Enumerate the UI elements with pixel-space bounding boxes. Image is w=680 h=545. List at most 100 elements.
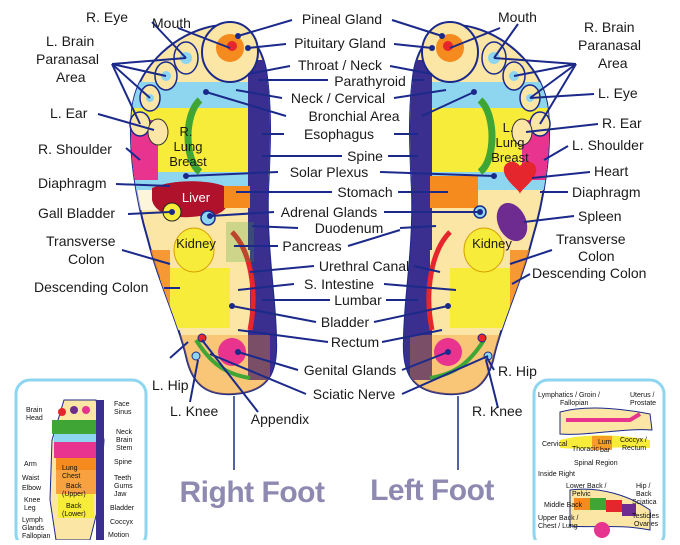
label-l-brain-1: L. Brain — [46, 33, 94, 49]
inset-prostate: Prostate — [630, 400, 656, 407]
label-r-brain-3: Area — [598, 55, 628, 71]
inset-testicles: Testicles — [632, 513, 659, 520]
left-kidney — [463, 227, 505, 273]
label-r-lung-1: R. — [180, 124, 193, 139]
inset-side-foot: Brain Head Face Sinus Neck Brain Stem Sp… — [14, 378, 148, 545]
label-solar-plexus: Solar Plexus — [290, 164, 369, 180]
inset-stem: Stem — [116, 445, 133, 452]
inset-spinal-region: Spinal Region — [574, 460, 618, 467]
label-parathyroid: Parathyroid — [334, 73, 406, 89]
inset-cervical: Cervical — [542, 441, 568, 448]
inset-lower-back: Lower Back / — [566, 483, 607, 490]
label-adrenal-glands: Adrenal Glands — [281, 204, 378, 220]
label-gall-bladder: Gall Bladder — [38, 205, 115, 221]
right-kidney — [173, 227, 215, 273]
label-diaphragm-right: Diaphragm — [38, 175, 106, 191]
inset-fallopian: Fallopian — [22, 533, 51, 540]
inset-elbow: Elbow — [22, 485, 42, 492]
left-foot-side-labels: Mouth R. Brain Paranasal Area L. Eye R. … — [472, 9, 646, 419]
label-neck-cervical: Neck / Cervical — [291, 90, 385, 106]
connector-lines — [97, 19, 599, 470]
left-foot — [402, 21, 551, 396]
label-transverse-right-1: Transverse — [46, 233, 116, 249]
inset-waist: Waist — [22, 475, 39, 482]
inset-lymphatics-1: Lymphatics / Groin / — [538, 392, 600, 399]
label-r-brain-2: Paranasal — [578, 37, 641, 53]
label-pituitary-gland: Pituitary Gland — [294, 35, 386, 51]
inset-back-lower-1: Back — [66, 503, 82, 510]
label-l-brain-2: Paranasal — [36, 51, 99, 67]
inset-jaw: Jaw — [114, 491, 127, 498]
inset-ovaries: Ovaries — [634, 521, 659, 528]
inset-lymph: Lymph — [22, 517, 43, 524]
inset-glands: Glands — [22, 525, 45, 532]
label-l-eye: L. Eye — [598, 85, 638, 101]
inset-knee: Knee — [24, 497, 40, 504]
label-pancreas: Pancreas — [282, 238, 341, 254]
label-r-hip: R. Hip — [498, 363, 537, 379]
inset-sinus: Sinus — [114, 409, 132, 416]
left-small-intestine — [450, 268, 510, 328]
inset-sciatica: Sciatica — [632, 499, 657, 506]
left-ureter — [426, 230, 452, 331]
label-transverse-left-2: Colon — [578, 248, 615, 264]
label-r-eye: R. Eye — [86, 9, 128, 25]
inset-face: Face — [114, 401, 130, 408]
right-small-intestine — [170, 268, 230, 328]
connector-dots — [183, 33, 497, 355]
label-mouth-left: Mouth — [498, 9, 537, 25]
label-l-brain-3: Area — [56, 69, 86, 85]
inset-gums: Gums — [114, 483, 133, 490]
inset-upper-back: Upper Back / — [538, 515, 579, 522]
label-bronchial-area: Bronchial Area — [308, 108, 399, 124]
label-spleen: Spleen — [578, 208, 622, 224]
label-l-ear: L. Ear — [50, 105, 88, 121]
inset-brain-2: Brain — [116, 437, 132, 444]
label-l-lung-1: L. — [503, 120, 514, 135]
inset-pelvic: Pelvic — [572, 491, 591, 498]
left-spleen — [496, 202, 528, 242]
label-s-intestine: S. Intestine — [304, 276, 374, 292]
inset-teeth: Teeth — [114, 475, 131, 482]
label-r-shoulder: R. Shoulder — [38, 141, 112, 157]
inset-coccyx: Coccyx — [110, 519, 133, 526]
label-duodenum: Duodenum — [315, 220, 384, 236]
label-r-lung-3: Breast — [169, 154, 207, 169]
inset-arm: Arm — [24, 461, 37, 468]
label-kidney-right: Kidney — [176, 236, 216, 251]
label-bladder: Bladder — [321, 314, 370, 330]
inset-inner-foot: Lymphatics / Groin / Fallopian Uterus / … — [532, 378, 666, 545]
inset-middle-back: Middle Back — [544, 502, 583, 509]
label-liver: Liver — [182, 190, 211, 205]
inset-inside-right: Inside Right — [538, 471, 575, 478]
label-l-lung-3: Breast — [491, 150, 529, 165]
inset-rectum: Rectum — [622, 445, 646, 452]
label-heart: Heart — [594, 163, 628, 179]
inset-head: Head — [26, 415, 43, 422]
left-lung-outline — [477, 97, 496, 175]
label-transverse-left-1: Transverse — [556, 231, 626, 247]
label-r-lung-2: Lung — [174, 139, 203, 154]
label-l-lung-2: Lung — [496, 135, 525, 150]
right-stomach — [224, 186, 250, 208]
heart-icon — [503, 161, 537, 194]
label-appendix: Appendix — [251, 411, 309, 427]
label-lumbar: Lumbar — [334, 292, 382, 308]
inset-chest: Chest — [62, 473, 80, 480]
right-foot-side-labels: R. Eye Mouth L. Brain Paranasal Area L. … — [34, 9, 218, 419]
inset-coccyx-2: Coccyx / — [620, 437, 647, 444]
label-r-knee: R. Knee — [472, 403, 523, 419]
label-genital-glands: Genital Glands — [304, 362, 397, 378]
label-sciatic-nerve: Sciatic Nerve — [313, 386, 396, 402]
label-transverse-right-2: Colon — [68, 251, 105, 267]
center-labels: Pineal Gland Pituitary Gland Throat / Ne… — [251, 11, 409, 427]
label-descending-colon-left: Descending Colon — [532, 265, 646, 281]
inset-leg: Leg — [24, 505, 36, 512]
inset-lymphatics-2: Fallopian — [560, 400, 589, 407]
label-spine: Spine — [347, 148, 383, 164]
inset-back-upper-2: (Upper) — [62, 491, 86, 498]
inset-bladder: Bladder — [110, 505, 135, 512]
label-pineal-gland: Pineal Gland — [302, 11, 382, 27]
inset-neck: Neck — [116, 429, 132, 436]
